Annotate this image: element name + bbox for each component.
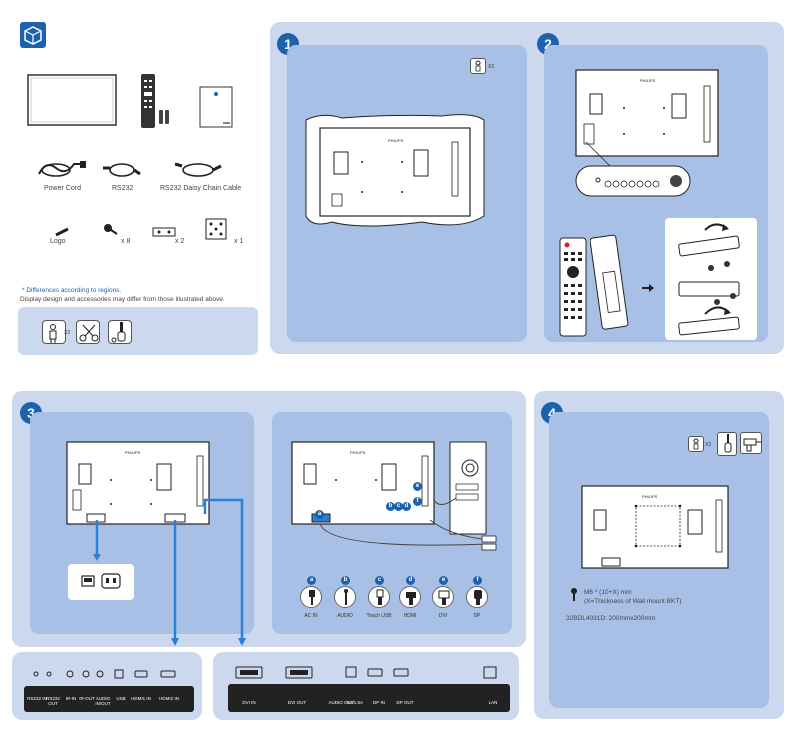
port-label-right: LAN xyxy=(488,700,498,705)
screws-qty: x 8 xyxy=(121,238,131,245)
monitor-back-step2: PHILIPS xyxy=(574,68,720,160)
connector-letter-c: c xyxy=(375,576,384,585)
port-label-right: DP IN xyxy=(373,700,385,705)
quick-start-guide xyxy=(199,86,233,128)
connector-f-icon xyxy=(466,586,488,608)
screwdriver-icon xyxy=(108,320,132,344)
marker-a: a xyxy=(315,510,324,519)
port-label-right: 5V/1.5A xyxy=(346,700,363,705)
port-label-right: DVI IN xyxy=(242,700,256,705)
svg-text:PHILIPS: PHILIPS xyxy=(640,78,656,83)
connector-d-icon xyxy=(399,586,421,608)
scissors-icon xyxy=(76,320,100,344)
connector-a-label: AC IN xyxy=(304,613,318,619)
remote-control xyxy=(139,72,173,130)
note-regions: * Differences according to regions. xyxy=(22,287,122,294)
power-cord-label: Power Cord xyxy=(44,185,81,192)
port-label-left: HDMI1 IN xyxy=(131,696,151,701)
person-qty: X2 xyxy=(64,330,71,336)
screw-spec-icon xyxy=(570,588,578,602)
connector-d-label: HDMI xyxy=(403,613,417,619)
port-label-left: RS232 OUT xyxy=(46,696,60,706)
connector-e-icon xyxy=(432,586,454,608)
connector-c-label: Touch USB xyxy=(366,613,392,619)
logo-label: Logo xyxy=(50,238,66,245)
screw-spec: M6 * (10+X) mm xyxy=(584,589,632,596)
connector-b-icon xyxy=(334,586,356,608)
port-icons-left xyxy=(24,667,194,681)
two-person-icon-step1 xyxy=(470,58,486,74)
port-label-right: AUDIO OUT xyxy=(328,700,354,705)
rs232-cable-icon xyxy=(100,158,142,180)
vesa-spec: 32BDL4031D: 200mmx200mm xyxy=(566,615,656,622)
svg-text:PHILIPS: PHILIPS xyxy=(350,450,366,455)
port-icons-right xyxy=(228,664,518,682)
box-icon xyxy=(20,22,46,48)
monitor-wall-mount: PHILIPS xyxy=(580,484,730,570)
plate-qty: x 1 xyxy=(234,238,244,245)
person-qty-step4: X2 xyxy=(705,442,712,448)
svg-text:PHILIPS: PHILIPS xyxy=(125,450,141,455)
two-person-icon-step4 xyxy=(688,436,704,452)
connector-letter-a: a xyxy=(307,576,316,585)
monitor-back-step3a: PHILIPS xyxy=(65,440,211,526)
marker-e: e xyxy=(413,482,422,491)
port-strip-right[interactable] xyxy=(228,684,510,712)
connector-letter-f: f xyxy=(473,576,482,585)
port-label-left: IR-OUT xyxy=(79,696,95,701)
marker-c: c xyxy=(394,502,403,511)
marker-f: f xyxy=(413,497,422,506)
svg-text:PHILIPS: PHILIPS xyxy=(388,138,404,143)
connector-letter-e: e xyxy=(439,576,448,585)
marker-b: b xyxy=(386,502,395,511)
rs232-daisy-label: RS232 Daisy Chain Cable xyxy=(160,185,242,192)
connector-f-label: DP xyxy=(473,613,481,619)
svg-text:PHILIPS: PHILIPS xyxy=(642,494,658,499)
monitor-on-cushion: PHILIPS xyxy=(302,112,488,230)
mount-plate-icon xyxy=(205,218,227,240)
screw-note: (X=Thickness of Wall mount BKT) xyxy=(584,598,682,605)
keypad-callout xyxy=(574,140,692,202)
battery-install-box xyxy=(665,218,757,340)
arrow-right-icon xyxy=(641,280,655,292)
monitor-accessory xyxy=(27,74,117,126)
monitor-pc-connection: PHILIPS xyxy=(290,440,500,560)
power-switch-box xyxy=(68,564,134,600)
connector-b-label: AUDIO xyxy=(337,613,353,619)
power-cord-icon xyxy=(36,158,86,180)
marker-d: d xyxy=(402,502,411,511)
remote-step2 xyxy=(558,236,588,338)
logo-icon xyxy=(54,224,70,237)
port-strip-left[interactable] xyxy=(24,686,194,712)
connector-c-icon xyxy=(368,586,390,608)
port-label-left: RS232 IN xyxy=(27,696,47,701)
port-label-left: HDMI2 IN xyxy=(159,696,179,701)
rs232-label: RS232 xyxy=(112,185,134,192)
port-label-left: IR-IN xyxy=(65,696,77,701)
rs232-daisy-cable-icon xyxy=(172,156,224,180)
screw-icon xyxy=(103,222,119,236)
screwdriver-icon-step4 xyxy=(717,432,737,456)
two-person-icon xyxy=(42,320,66,344)
person-qty-step1: X2 xyxy=(488,64,495,70)
connector-letter-b: b xyxy=(341,576,350,585)
clamp-qty: x 2 xyxy=(175,238,185,245)
connector-a-icon xyxy=(300,586,322,608)
port-label-left: USB xyxy=(116,696,126,701)
drill-icon xyxy=(740,432,762,454)
port-label-right: DVI OUT xyxy=(287,700,307,705)
connector-letter-d: d xyxy=(406,576,415,585)
port-label-left: AUDIO IN/OUT xyxy=(95,696,111,706)
port-label-right: DP OUT xyxy=(396,700,414,705)
note-display: Display design and accessories may diffe… xyxy=(20,296,225,303)
remote-back-step2 xyxy=(589,232,634,332)
cable-clamp-icon xyxy=(152,224,176,237)
connector-e-label: DVI xyxy=(438,613,448,619)
